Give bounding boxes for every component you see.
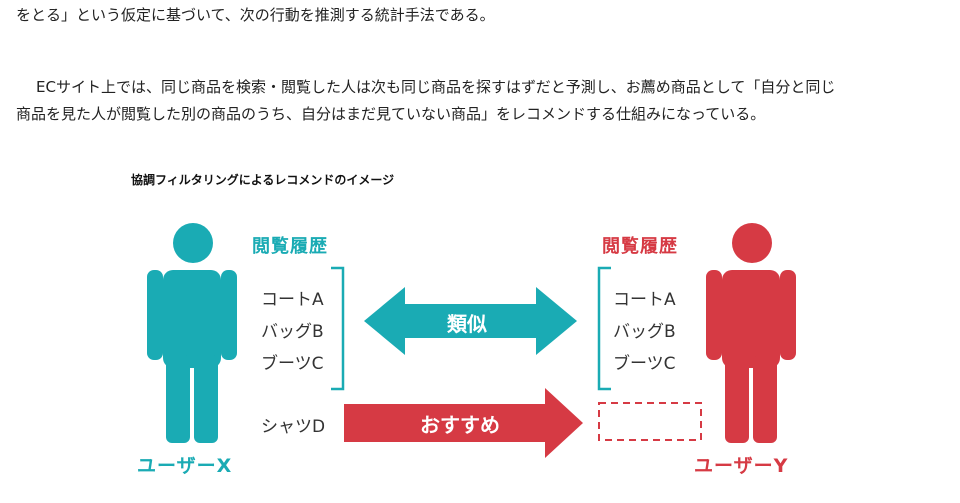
user-x-figure-icon	[147, 223, 237, 443]
history-item-y: コートA	[613, 290, 676, 310]
history-item-x: ブーツC	[261, 354, 324, 374]
user-x-label: ユーザーX	[137, 455, 233, 477]
history-title-y: 閲覧履歴	[602, 236, 678, 257]
user-y-figure-icon	[706, 223, 796, 443]
similar-double-arrow	[364, 287, 577, 355]
history-item-y: ブーツC	[613, 354, 676, 374]
history-item-x: コートA	[261, 290, 324, 310]
recommend-label: おすすめ	[420, 413, 500, 437]
recommend-placeholder-box	[598, 402, 702, 441]
history-bracket-y	[597, 266, 611, 391]
history-title-x: 閲覧履歴	[252, 236, 328, 257]
history-item-y: バッグB	[613, 322, 676, 342]
similar-label: 類似	[447, 312, 487, 336]
user-y-label: ユーザーY	[694, 455, 789, 477]
extra-item-x: シャツD	[261, 417, 326, 437]
history-bracket-x	[331, 266, 345, 391]
paragraph-line: ECサイト上では、同じ商品を検索・閲覧した人は次も同じ商品を探すはずだと予測し、…	[36, 78, 836, 96]
recommend-arrow	[344, 388, 583, 458]
paragraph-line: 商品を見た人が閲覧した別の商品のうち、自分はまだ見ていない商品」をレコメンドする…	[16, 105, 766, 123]
paragraph-line: をとる」という仮定に基づいて、次の行動を推測する統計手法である。	[16, 6, 495, 24]
figure-title: 協調フィルタリングによるレコメンドのイメージ	[131, 173, 395, 187]
history-item-x: バッグB	[261, 322, 324, 342]
